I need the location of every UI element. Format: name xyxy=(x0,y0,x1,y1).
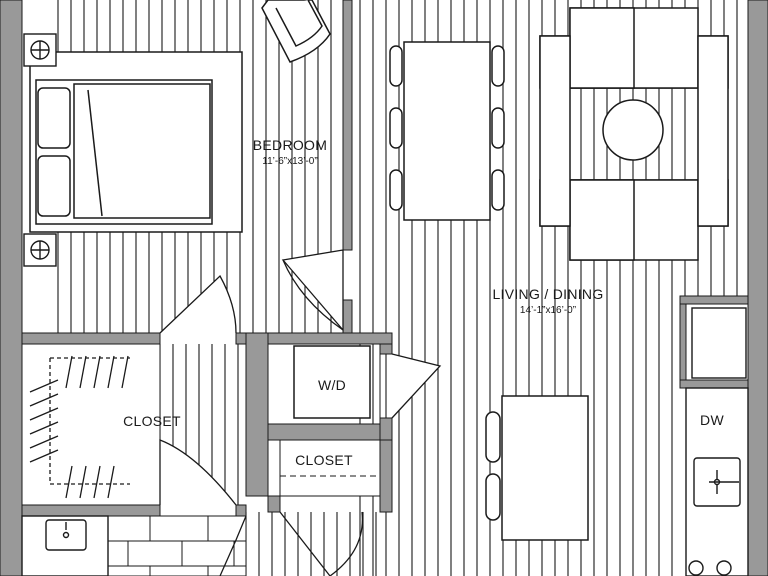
bath-vanity xyxy=(21,515,109,576)
armchair xyxy=(261,0,331,63)
bedroom-partition-bottom xyxy=(342,299,353,334)
kitchen-island xyxy=(485,395,589,541)
washer-dryer-label: W/D xyxy=(318,377,346,393)
bath-tile-pattern xyxy=(107,515,247,576)
dishwasher-label: DW xyxy=(700,412,724,428)
bath-door xyxy=(219,515,247,576)
chair xyxy=(389,169,403,211)
closet-label: CLOSET xyxy=(123,413,181,429)
wd-closet-outline xyxy=(267,343,381,425)
closet-door-left xyxy=(159,274,237,334)
coffee-table xyxy=(602,99,664,161)
wd-door xyxy=(391,353,442,419)
bedroom-dimensions: 11’-6”x13’-0” xyxy=(262,156,317,167)
kitchen-counter xyxy=(685,307,749,576)
closet-wall-top-left xyxy=(21,332,161,345)
cooktop-burner xyxy=(716,560,732,576)
wd-wall-right xyxy=(379,343,393,355)
closet-door-bottom xyxy=(159,439,237,506)
hall-closet-wall-right xyxy=(379,439,393,513)
bed xyxy=(29,51,243,233)
stool xyxy=(485,473,501,521)
core-wall-left xyxy=(245,332,269,497)
stool xyxy=(485,411,501,463)
blanket xyxy=(73,83,211,219)
bedroom-partition-top xyxy=(342,0,353,251)
chair xyxy=(491,107,505,149)
kitchen-wall-left xyxy=(679,303,687,389)
hall-closet-box xyxy=(279,439,381,497)
bath-wall-top-left xyxy=(21,504,161,517)
dining-table xyxy=(389,41,505,221)
cooktop-burner xyxy=(688,560,704,576)
living-dining-label: LIVING / DINING xyxy=(492,286,603,302)
pillow xyxy=(37,87,71,149)
washer-dryer-box xyxy=(293,345,371,419)
wd-wall-right-lower xyxy=(379,417,393,441)
hall-closet-label: CLOSET xyxy=(295,452,353,468)
chair xyxy=(389,107,403,149)
pillow xyxy=(37,155,71,217)
bedroom-label: BEDROOM xyxy=(253,137,327,153)
living-dining-dimensions: 14’-1”x16’-0” xyxy=(520,305,576,316)
wd-wall-bottom xyxy=(267,423,393,441)
sofa-side-arms xyxy=(539,35,729,227)
chair xyxy=(491,45,505,87)
hall-closet-wall-bottom xyxy=(267,495,281,513)
doors xyxy=(159,249,442,576)
kitchen-wall-top xyxy=(679,295,749,305)
bath-wall-top-right xyxy=(235,504,247,517)
chair xyxy=(491,169,505,211)
chair xyxy=(389,45,403,87)
exterior-wall-right xyxy=(747,0,768,576)
hall-closet-door xyxy=(279,511,331,576)
exterior-wall-left xyxy=(0,0,23,576)
sofa-top xyxy=(539,7,729,89)
fridge xyxy=(691,307,747,379)
bedroom-door xyxy=(281,249,344,332)
closet-hangers xyxy=(29,355,130,499)
nightstand-top xyxy=(23,33,57,67)
closet-box xyxy=(21,343,161,506)
nightstand-bottom xyxy=(23,233,57,267)
kitchen-wall-bottom xyxy=(679,379,749,389)
